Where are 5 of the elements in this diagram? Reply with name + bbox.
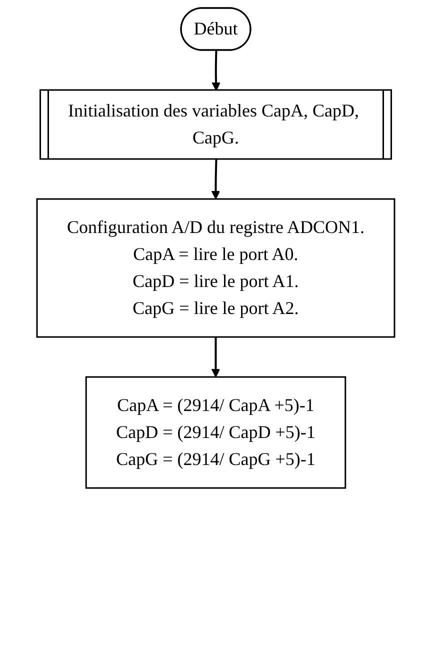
node-box: CapA = (2914/ CapA +5)-1 CapD = (2914/ CapD +5)-1 CapG = (2914/ CapG +5)-1 xyxy=(86,376,346,489)
node-box: Configuration A/D du registre ADCON1. CapA = lire le port A0. CapD = lire le port A1. CapG = lire le port A2. xyxy=(36,198,396,338)
arrow xyxy=(212,50,221,91)
arrow xyxy=(212,337,220,378)
arrow xyxy=(212,159,220,200)
